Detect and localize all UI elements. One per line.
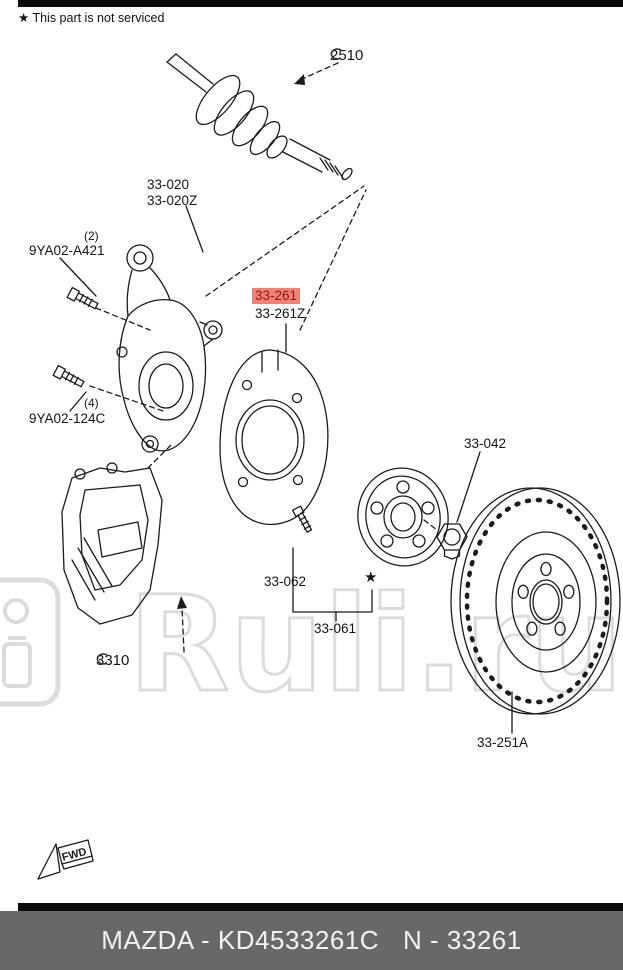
top-border (18, 0, 623, 7)
label-bolt-upper-qty: (2) (84, 229, 99, 243)
watermark-logo (0, 577, 61, 707)
splash-shield-drawing (219, 349, 329, 526)
hub-bolt-drawing (291, 505, 313, 533)
label-bolt-lower-qty: (4) (84, 396, 99, 410)
label-knuckle-z: 33-020Z (147, 193, 198, 208)
bottom-border (18, 903, 623, 911)
leader-lines (59, 205, 513, 734)
parts-diagram[interactable]: Ruli.ru (0, 0, 623, 910)
bolt-lower-drawing (52, 364, 85, 388)
label-shield-highlighted[interactable]: 33-261 (252, 288, 301, 304)
footer-part-number: N - 33261 (403, 925, 522, 955)
label-caliper-clip: 3310 (96, 652, 130, 669)
dashed-lines (89, 62, 438, 653)
axle-shaft-drawing (166, 53, 353, 181)
not-serviced-note: ★ This part is not serviced (18, 11, 165, 25)
label-bolt-lower: 9YA02-124C (29, 411, 106, 426)
arrowheads (177, 74, 305, 609)
diagram-canvas: Ruli.ru (0, 53, 623, 880)
hub-star-mark: ★ (364, 569, 378, 586)
label-hub: 33-061 (314, 621, 357, 636)
rotor-drawing (450, 487, 621, 715)
label-rotor: 33-251A (477, 735, 529, 750)
fwd-arrow: FWD (37, 839, 94, 880)
label-bolt-upper: 9YA02-A421 (29, 243, 105, 258)
circlip-icon (330, 48, 342, 60)
hub-drawing (357, 467, 449, 567)
knuckle-drawing (116, 244, 223, 453)
footer-part-code: MAZDA - KD4533261C (101, 925, 380, 955)
circlip-icon (96, 653, 108, 665)
label-axle-clip: 2510 (330, 47, 364, 64)
bolt-upper-drawing (66, 286, 99, 310)
label-nut: 33-042 (464, 436, 507, 451)
label-knuckle: 33-020 (147, 177, 190, 192)
label-hub-bolt: 33-062 (264, 574, 307, 589)
highlighted-part-number: 33-261 (252, 288, 301, 304)
footer-bar: MAZDA - KD4533261C N - 33261 (0, 911, 623, 970)
watermark-text: Ruli.ru (128, 568, 623, 722)
label-shield-z: 33-261Z (255, 306, 306, 321)
caliper-drawing (61, 462, 163, 625)
